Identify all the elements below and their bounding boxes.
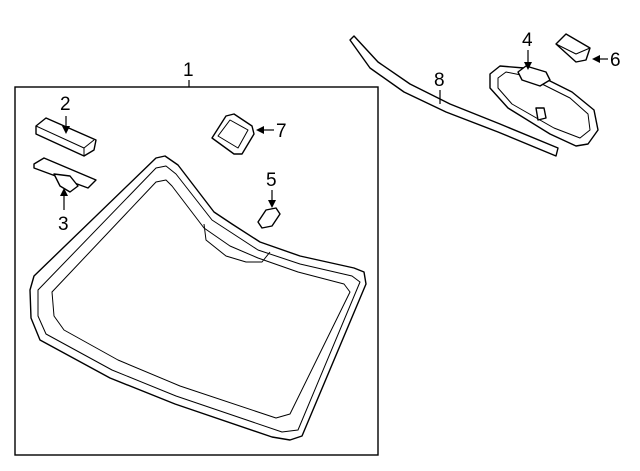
callout-7-arrow	[256, 126, 264, 134]
callout-1: 1	[183, 60, 194, 81]
callout-5: 5	[266, 170, 277, 191]
part-5-cover	[257, 207, 281, 229]
part-2-strip	[35, 117, 97, 157]
group-frame	[14, 86, 379, 456]
windshield-glass	[29, 155, 367, 441]
callout-6: 6	[610, 50, 621, 71]
callout-3-arrow	[60, 188, 68, 196]
part-4-mirror	[489, 65, 599, 147]
callout-2: 2	[60, 94, 71, 115]
callout-4-arrow	[524, 62, 532, 70]
callout-8: 8	[434, 70, 445, 91]
callout-5-arrow	[268, 200, 276, 208]
callout-3: 3	[58, 214, 69, 235]
callout-6-arrow	[592, 55, 600, 63]
callout-7: 7	[276, 121, 287, 142]
callout-4: 4	[522, 30, 533, 51]
part-3-bracket	[33, 157, 97, 193]
part-6-clip	[555, 33, 591, 63]
callout-2-arrow	[62, 126, 70, 134]
part-8-moulding	[349, 35, 559, 157]
part-7-sensor	[211, 113, 255, 155]
